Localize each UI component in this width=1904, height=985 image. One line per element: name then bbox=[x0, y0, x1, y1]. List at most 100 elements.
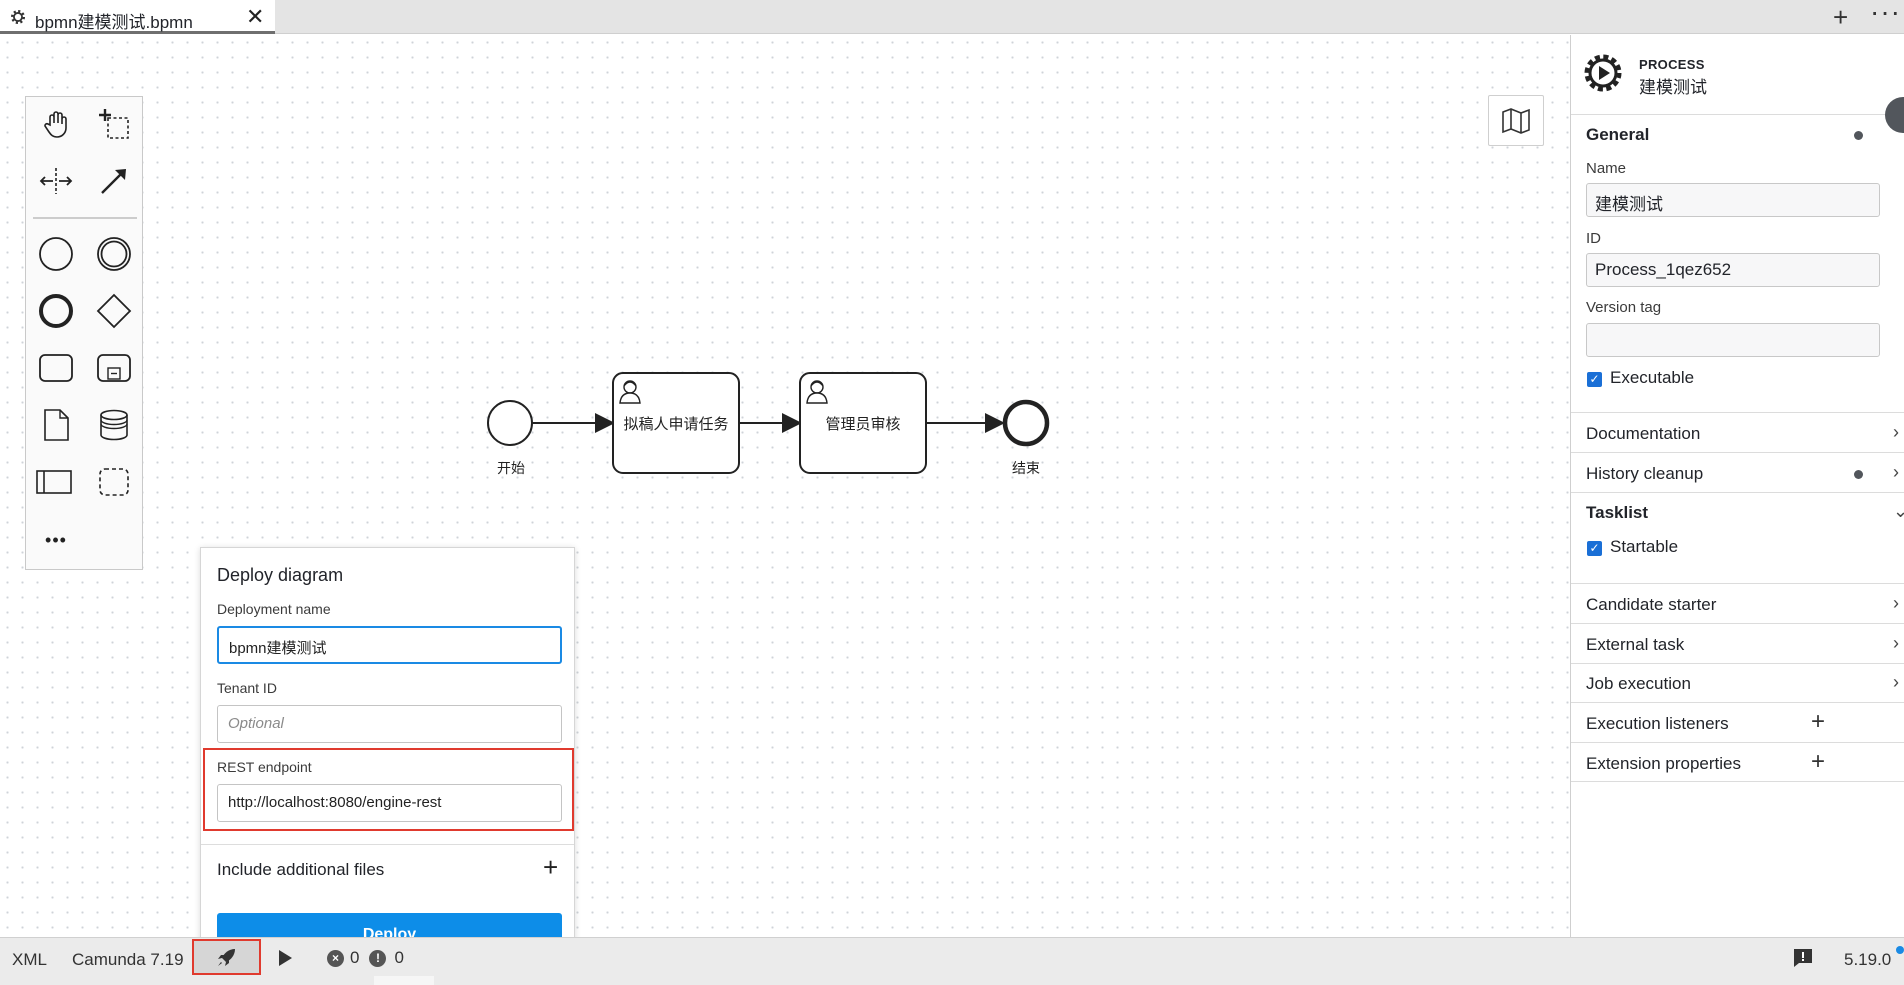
add-extension-property-icon[interactable]: + bbox=[1811, 748, 1826, 775]
group-history-cleanup-title[interactable]: History cleanup bbox=[1586, 464, 1704, 483]
dialog-divider bbox=[201, 844, 574, 845]
rest-endpoint-highlight bbox=[203, 748, 574, 831]
tool-palette: ••• bbox=[25, 96, 143, 570]
tab-bpmn-file[interactable]: bpmn建模测试.bpmn ✕ bbox=[0, 0, 275, 34]
error-count: 0 bbox=[350, 948, 360, 967]
deployment-name-label: Deployment name bbox=[217, 601, 331, 617]
deploy-dialog-title: Deploy diagram bbox=[217, 565, 344, 585]
group-execution-listeners-title[interactable]: Execution listeners bbox=[1586, 714, 1729, 733]
deployment-name-input[interactable]: bpmn建模测试 bbox=[217, 626, 562, 664]
divider bbox=[1571, 663, 1904, 664]
executable-checkbox[interactable]: ✓ bbox=[1587, 372, 1602, 387]
group-job-execution-title[interactable]: Job execution bbox=[1586, 674, 1691, 693]
add-execution-listener-icon[interactable]: + bbox=[1811, 708, 1826, 735]
name-label: Name bbox=[1586, 160, 1627, 177]
tab-bar: bpmn建模测试.bpmn ✕ + ··· bbox=[0, 0, 1904, 34]
startable-checkbox[interactable]: ✓ bbox=[1587, 541, 1602, 556]
divider bbox=[1571, 412, 1904, 413]
tenant-id-placeholder: Optional bbox=[228, 715, 284, 732]
divider bbox=[1571, 702, 1904, 703]
chevron-right-icon[interactable]: › bbox=[1893, 462, 1899, 482]
include-additional-files-label: Include additional files bbox=[217, 860, 385, 879]
tenant-id-input[interactable]: Optional bbox=[217, 705, 562, 743]
rest-endpoint-input[interactable]: http://localhost:8080/engine-rest bbox=[217, 784, 562, 822]
deploy-toolbar-button[interactable] bbox=[192, 939, 261, 975]
rest-endpoint-value: http://localhost:8080/engine-rest bbox=[228, 794, 442, 811]
group-external-task-title[interactable]: External task bbox=[1586, 635, 1685, 654]
group-extension-properties-title[interactable]: Extension properties bbox=[1586, 754, 1741, 773]
properties-panel: PROCESS 建模测试 General Name 建模测试 ID Proces… bbox=[1570, 35, 1904, 937]
pool-icon[interactable] bbox=[34, 462, 74, 502]
feedback-icon[interactable] bbox=[1792, 947, 1814, 969]
error-icon: × bbox=[327, 949, 344, 967]
rocket-icon bbox=[217, 949, 235, 966]
group-candidate-starter-title[interactable]: Candidate starter bbox=[1586, 595, 1717, 614]
start-event-label: 开始 bbox=[497, 460, 525, 476]
divider bbox=[1571, 452, 1904, 453]
chevron-right-icon[interactable]: › bbox=[1893, 672, 1899, 692]
id-value: Process_1qez652 bbox=[1595, 260, 1732, 279]
name-input[interactable]: 建模测试 bbox=[1586, 183, 1880, 217]
properties-header: PROCESS 建模测试 bbox=[1571, 35, 1904, 115]
startable-label: Startable bbox=[1610, 537, 1679, 556]
element-name: 建模测试 bbox=[1639, 78, 1707, 97]
task-icon[interactable] bbox=[36, 348, 76, 388]
engine-version-button[interactable]: Camunda 7.19 bbox=[72, 950, 184, 969]
id-input[interactable]: Process_1qez652 bbox=[1586, 253, 1880, 287]
data-object-icon[interactable] bbox=[36, 405, 76, 445]
update-indicator-dot bbox=[1896, 946, 1904, 954]
task-2-label: 管理员审核 bbox=[825, 416, 901, 433]
group-tasklist-title[interactable]: Tasklist bbox=[1586, 503, 1649, 522]
divider bbox=[1571, 623, 1904, 624]
rest-endpoint-label: REST endpoint bbox=[217, 759, 312, 775]
version-tag-input[interactable] bbox=[1586, 323, 1880, 357]
diagram-svg bbox=[487, 372, 1050, 474]
tenant-id-label: Tenant ID bbox=[217, 680, 277, 696]
more-options-button[interactable]: ··· bbox=[1870, 0, 1901, 27]
executable-label: Executable bbox=[1610, 368, 1695, 387]
version-tag-label: Version tag bbox=[1586, 299, 1662, 316]
chevron-right-icon[interactable]: › bbox=[1893, 422, 1899, 442]
modeling-canvas[interactable]: ••• bbox=[0, 35, 1570, 972]
app-version[interactable]: 5.19.0 bbox=[1844, 950, 1892, 969]
collapse-panel-button[interactable] bbox=[1885, 97, 1904, 133]
intermediate-event-icon[interactable] bbox=[94, 234, 134, 274]
hand-tool-icon[interactable] bbox=[36, 104, 76, 144]
new-tab-button[interactable]: + bbox=[1833, 2, 1849, 32]
start-event[interactable] bbox=[487, 400, 533, 446]
end-event-icon[interactable] bbox=[36, 291, 76, 331]
palette-separator bbox=[33, 217, 137, 219]
gateway-icon[interactable] bbox=[94, 291, 134, 331]
general-status-dot bbox=[1854, 131, 1863, 140]
group-general-title[interactable]: General bbox=[1586, 125, 1650, 144]
gear-icon bbox=[10, 9, 26, 25]
chevron-right-icon[interactable]: › bbox=[1893, 633, 1899, 653]
deploy-dialog: Deploy diagram Deployment name bpmn建模测试 … bbox=[200, 547, 575, 972]
more-tools-icon[interactable]: ••• bbox=[45, 529, 67, 550]
connect-tool-icon[interactable] bbox=[94, 161, 134, 201]
end-event-label: 结束 bbox=[1012, 460, 1040, 476]
minimap-toggle-button[interactable] bbox=[1488, 95, 1544, 146]
map-icon bbox=[1502, 107, 1530, 134]
add-files-icon[interactable]: + bbox=[543, 852, 559, 882]
process-gear-icon bbox=[1584, 54, 1622, 92]
data-store-icon[interactable] bbox=[94, 405, 134, 445]
task-1-label: 拟稿人申请任务 bbox=[623, 416, 729, 433]
close-icon[interactable]: ✕ bbox=[246, 4, 265, 29]
subprocess-icon[interactable] bbox=[94, 348, 134, 388]
tab-title: bpmn建模测试.bpmn bbox=[35, 13, 193, 32]
chevron-right-icon[interactable]: › bbox=[1893, 593, 1899, 613]
xml-view-button[interactable]: XML bbox=[12, 950, 47, 969]
group-icon[interactable] bbox=[94, 462, 134, 502]
group-documentation-title[interactable]: Documentation bbox=[1586, 424, 1701, 443]
start-event-icon[interactable] bbox=[36, 234, 76, 274]
id-label: ID bbox=[1586, 230, 1601, 247]
space-tool-icon[interactable] bbox=[36, 161, 76, 201]
chevron-down-icon[interactable]: ⌄ bbox=[1893, 501, 1904, 522]
problems-indicator[interactable]: × 0 ! 0 bbox=[327, 948, 404, 968]
play-icon[interactable] bbox=[275, 948, 295, 968]
warning-count: 0 bbox=[394, 948, 404, 967]
lasso-tool-icon[interactable] bbox=[94, 104, 134, 144]
name-value: 建模测试 bbox=[1595, 195, 1663, 214]
end-event[interactable] bbox=[1002, 399, 1050, 447]
